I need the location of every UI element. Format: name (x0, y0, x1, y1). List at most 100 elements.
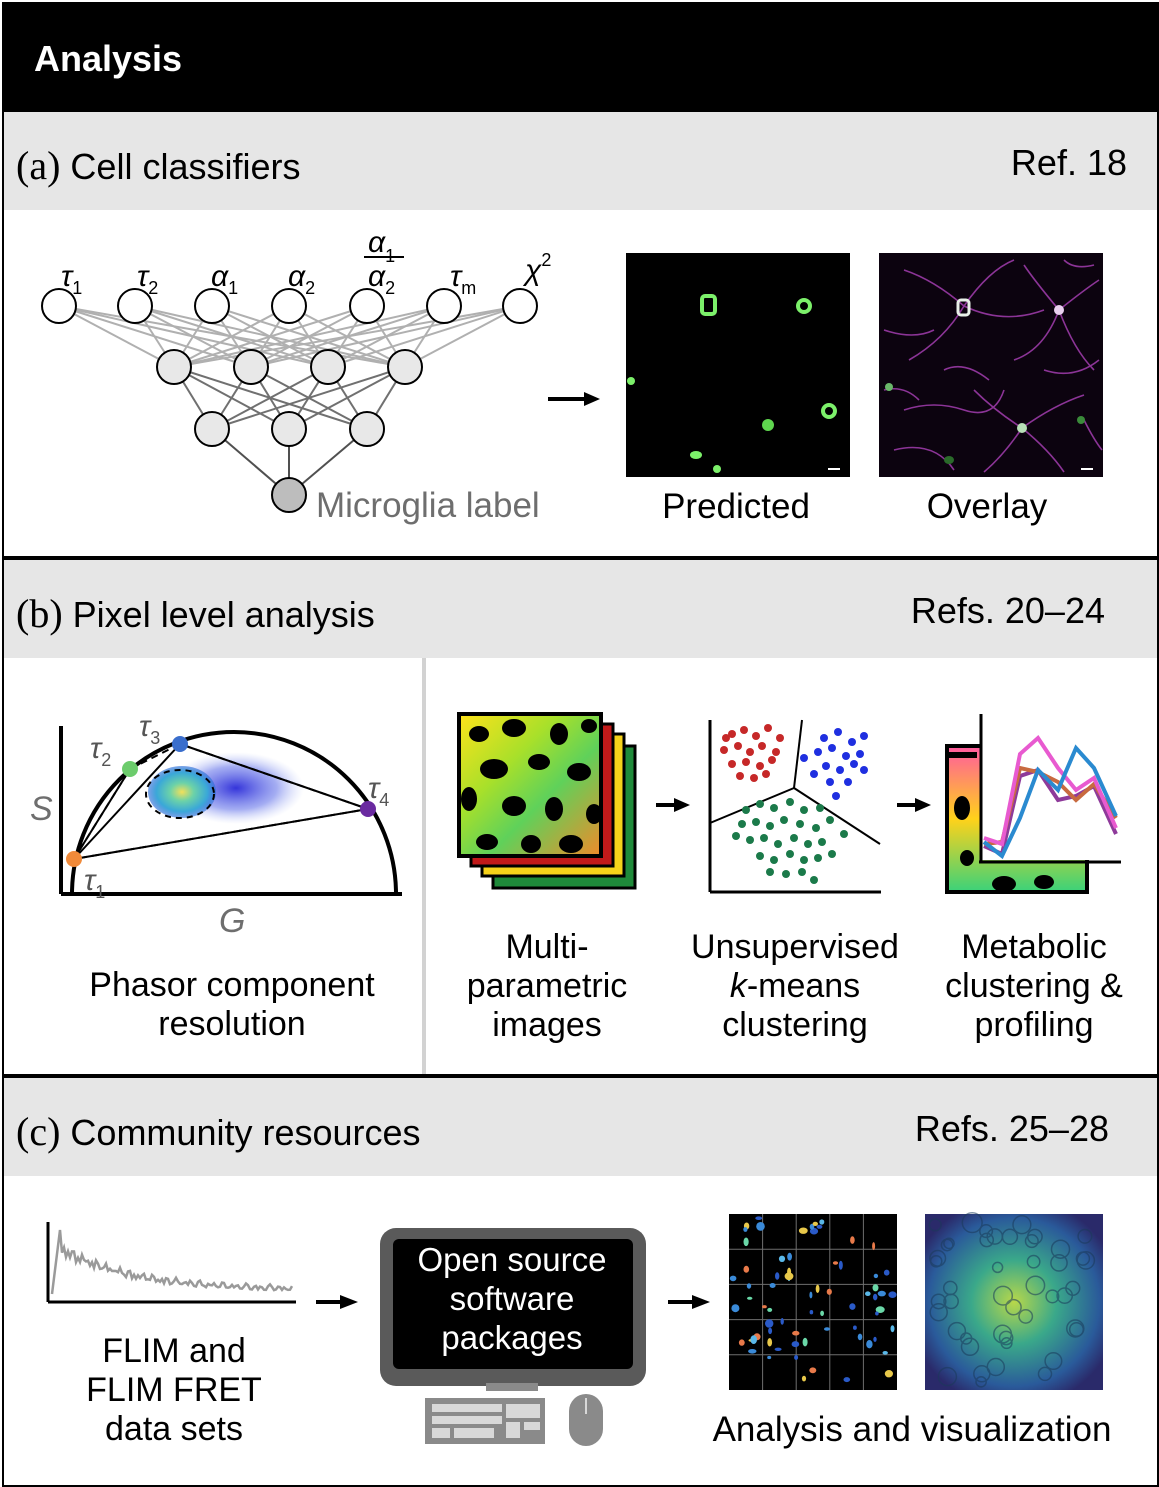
section-c-letter: (c) (16, 1109, 61, 1154)
section-c-header: (c) Community resources Refs. 25–28 (4, 1078, 1157, 1176)
cluster-green-point (814, 854, 822, 862)
cluster-green-point (818, 838, 826, 846)
cluster-green-point (756, 852, 764, 860)
section-c-title: Community resources (70, 1112, 421, 1153)
universal-semicircle (70, 730, 398, 895)
input-node (426, 288, 462, 324)
cluster-red-point (772, 748, 780, 756)
data-caption: FLIM and FLIM FRET data sets (64, 1332, 284, 1449)
hidden-node (233, 349, 269, 385)
network-edges (58, 305, 521, 496)
cluster-red-point (762, 770, 770, 778)
network-edge (173, 305, 290, 368)
cluster-red-point (764, 724, 772, 732)
section-b-heading: (b) Pixel level analysis (16, 590, 375, 637)
cluster-red-point (720, 746, 728, 754)
step-2-means: -means (747, 967, 860, 1005)
image-stack (457, 712, 637, 890)
input-label-alpha2: α2 (288, 260, 315, 298)
cluster-green-point (800, 856, 808, 864)
input-node (194, 288, 230, 324)
cluster-green-point (774, 840, 782, 848)
visualization-fluorescence-image (925, 1211, 1103, 1390)
cluster-red-point (734, 742, 742, 750)
input-label-chi2: χ2 (522, 250, 551, 287)
phasor-caption-line2: resolution (158, 1005, 305, 1043)
output-node (271, 477, 307, 513)
cluster-green-point (810, 876, 818, 884)
section-c-body: Analysis and visualization (46, 1211, 1112, 1449)
cluster-blue-point (820, 734, 828, 742)
cluster-blue-point (848, 738, 856, 746)
cluster-red-point (758, 742, 766, 750)
cluster-blue-point (832, 792, 840, 800)
cluster-blue-point (810, 770, 818, 778)
step-1-line2: parametric (467, 967, 628, 1005)
cluster-green-point (798, 868, 806, 876)
section-a-ref: Ref. 18 (1010, 142, 1127, 183)
component-dot-1 (66, 851, 82, 867)
cluster-red-point (728, 730, 736, 738)
output-caption: Analysis and visualization (713, 1410, 1112, 1449)
cluster-red-point (756, 762, 764, 770)
step-2-line3: clustering (722, 1006, 868, 1044)
phasor-label-tau1: τ1 (84, 864, 105, 902)
data-caption-line1: FLIM and (102, 1332, 246, 1370)
arrow-icon (668, 1295, 710, 1309)
cluster-green-point (766, 868, 774, 876)
cluster-blue-point (822, 762, 830, 770)
phasor-caption-line1: Phasor component (89, 966, 375, 1004)
cluster-green-point (782, 870, 790, 878)
arrow-icon (548, 392, 600, 406)
component-dot-4 (360, 801, 376, 817)
section-a-body: τ1 τ2 α1 α2 α1 α2 τm χ2 Microglia label (41, 226, 1103, 526)
phasor-label-tau3: τ3 (139, 710, 160, 748)
section-a-title: Cell classifiers (70, 146, 301, 187)
cluster-red-point (736, 772, 744, 780)
divider-b-c (4, 1074, 1157, 1078)
cluster-red-point (768, 756, 776, 764)
cluster-red-point (746, 748, 754, 756)
phasor-label-tau4: τ4 (368, 772, 389, 810)
hidden-node (310, 349, 346, 385)
predicted-image (626, 253, 850, 477)
section-a-letter: (a) (16, 143, 61, 188)
cluster-blue-point (828, 744, 836, 752)
network-edge (327, 305, 521, 368)
cluster-red-point (750, 774, 758, 782)
cluster-green-point (786, 798, 794, 806)
computer-icon (380, 1228, 646, 1446)
network-edge (58, 305, 175, 368)
component-dot-2 (122, 761, 138, 777)
neural-network (41, 288, 538, 513)
cluster-green-point (786, 850, 794, 858)
section-b-letter: (b) (16, 591, 63, 636)
network-edge (173, 305, 445, 368)
cluster-red-points (720, 724, 784, 782)
cluster-green-point (756, 800, 764, 808)
phasor-plot: τ1 τ2 τ3 τ4 S G (30, 710, 402, 940)
hidden-node (271, 411, 307, 447)
cluster-blue-point (856, 750, 864, 758)
cluster-green-point (796, 820, 804, 828)
step-3-line1: Metabolic (961, 928, 1107, 966)
cluster-blue-point (842, 752, 850, 760)
cluster-green-point (770, 856, 778, 864)
arrow-icon (316, 1295, 358, 1309)
visualization-grid-image (729, 1214, 897, 1390)
cluster-blue-points (800, 728, 868, 800)
network-edge (173, 305, 368, 368)
network-input-labels: τ1 τ2 α1 α2 α1 α2 τm χ2 (61, 226, 551, 298)
cluster-green-point (742, 806, 750, 814)
input-node (271, 288, 307, 324)
cluster-green-point (770, 804, 778, 812)
computer-screen-text: Open source software packages (396, 1240, 628, 1357)
cluster-green-point (738, 820, 746, 828)
network-edge (250, 305, 521, 368)
cluster-ellipse (145, 769, 215, 819)
cluster-green-point (816, 804, 824, 812)
arrow-icon (656, 798, 690, 812)
computer-text-line2: software (449, 1280, 575, 1317)
step-3-line3: profiling (974, 1006, 1093, 1044)
